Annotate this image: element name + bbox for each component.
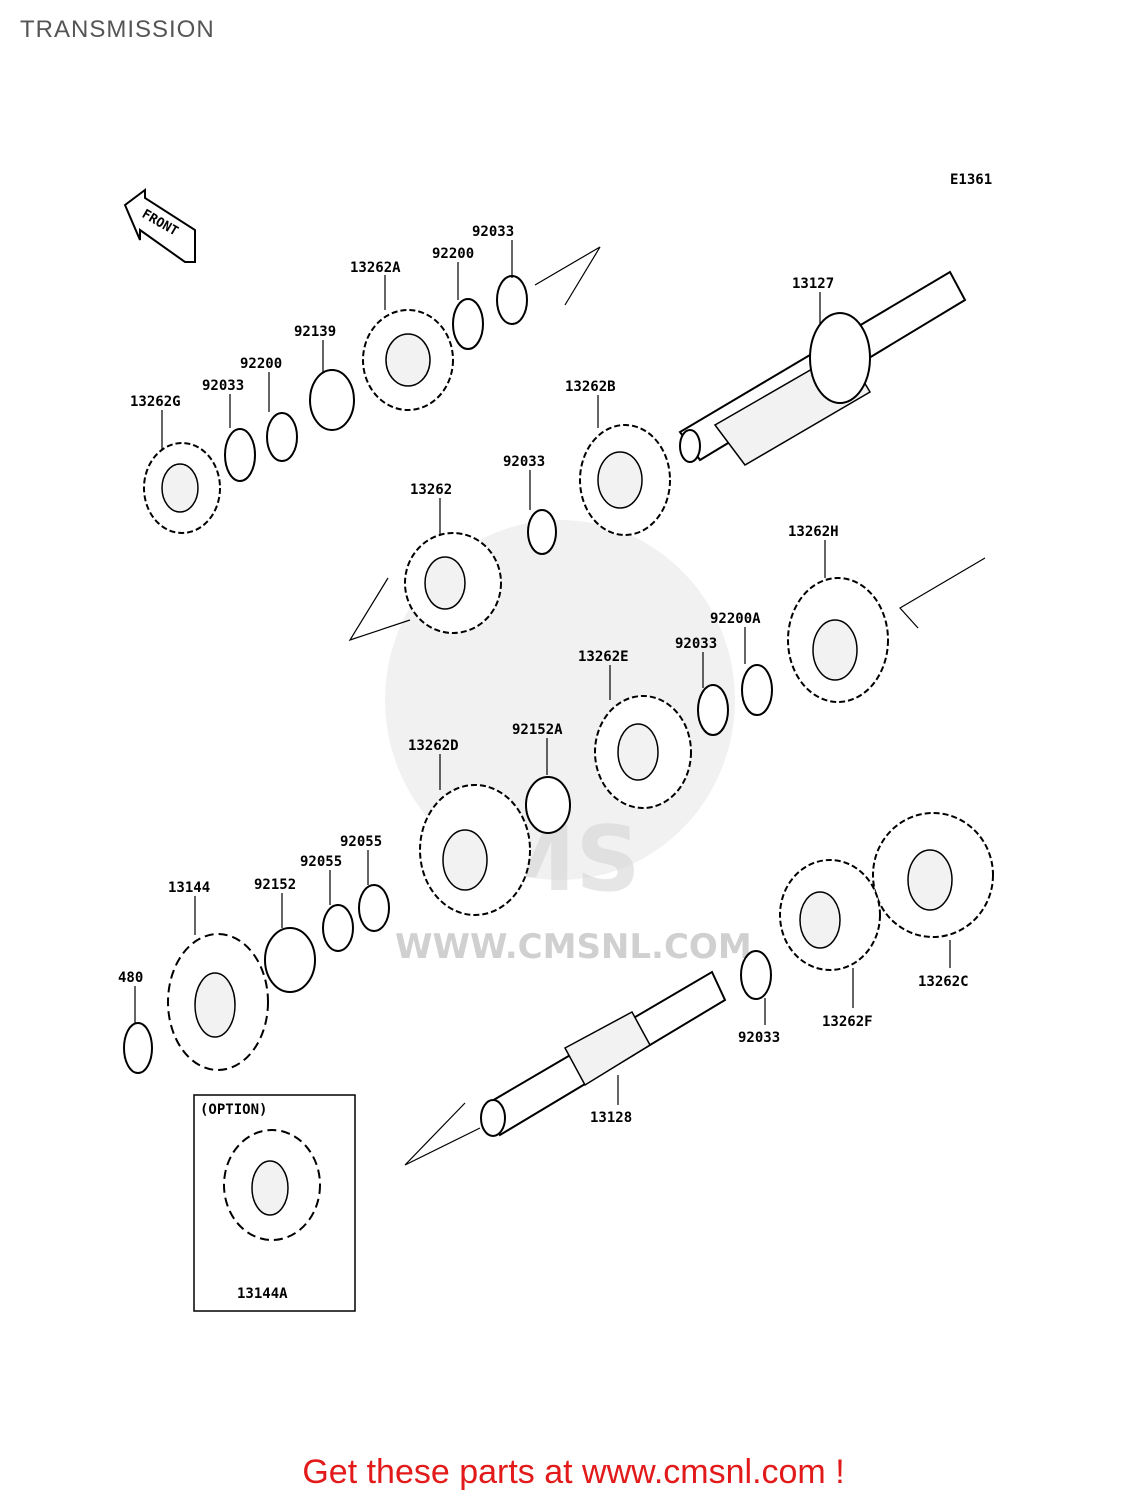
watermark-text: WWW.CMSNL.COM (395, 927, 752, 967)
label-92139: 92139 (294, 324, 336, 340)
label-13144A: 13144A (237, 1286, 288, 1302)
label-480: 480 (118, 970, 143, 986)
label-13262A: 13262A (350, 260, 401, 276)
circlip-92033-top (496, 275, 528, 325)
label-92033-mid: 92033 (503, 454, 545, 470)
collar-92152 (264, 927, 316, 993)
circlip-92033-mid (527, 509, 557, 555)
main-shaft-13127 (678, 270, 967, 466)
circlip-92033-right (697, 684, 729, 736)
option-label: (OPTION) (200, 1102, 267, 1118)
option-box: (OPTION) 13144A (193, 1094, 356, 1312)
gear-13262E (594, 695, 692, 809)
gear-13262A (362, 309, 454, 411)
diagram-code: E1361 (950, 172, 992, 188)
label-13262D: 13262D (408, 738, 459, 754)
circlip-480 (123, 1022, 153, 1074)
sprocket-13144 (167, 933, 269, 1071)
label-92033-top: 92033 (472, 224, 514, 240)
washer-92200-top (452, 298, 484, 350)
oring-92055-b (322, 904, 354, 952)
gear-13262F (779, 859, 881, 971)
transmission-diagram: CMS WWW.CMSNL.COM FRONT E1361 (118, 172, 994, 1312)
oring-92055-a (358, 884, 390, 932)
gear-13262C (872, 812, 994, 938)
label-92152: 92152 (254, 877, 296, 893)
label-13262H: 13262H (788, 524, 839, 540)
label-13262F: 13262F (822, 1014, 873, 1030)
circlip-92033-left (224, 428, 256, 482)
washer-92200A (741, 664, 773, 716)
label-92200-top: 92200 (432, 246, 474, 262)
label-92033-left: 92033 (202, 378, 244, 394)
gear-13262G (143, 442, 221, 534)
bushing-92152A (525, 776, 571, 834)
label-92200-left: 92200 (240, 356, 282, 372)
label-92152A: 92152A (512, 722, 563, 738)
front-arrow-icon: FRONT (123, 188, 196, 263)
gear-13262B (579, 424, 671, 536)
gear-13262H (787, 577, 889, 703)
washer-92200-left (266, 412, 298, 462)
bearing-92139 (309, 369, 355, 431)
sprocket-13144A (223, 1129, 321, 1241)
label-13262G: 13262G (130, 394, 181, 410)
label-13262C: 13262C (918, 974, 969, 990)
label-13262E: 13262E (578, 649, 629, 665)
label-13127: 13127 (792, 276, 834, 292)
label-92055-b: 92055 (340, 834, 382, 850)
label-92033-lower: 92033 (738, 1030, 780, 1046)
label-92200A: 92200A (710, 611, 761, 627)
circlip-92033-lower (740, 950, 772, 1000)
gear-13262D (419, 784, 531, 916)
label-92033-right: 92033 (675, 636, 717, 652)
page-title: TRANSMISSION (20, 16, 215, 43)
label-13262B: 13262B (565, 379, 616, 395)
label-13262: 13262 (410, 482, 452, 498)
gear-13262 (404, 532, 502, 634)
label-13128: 13128 (590, 1110, 632, 1126)
drive-shaft-13128 (480, 970, 727, 1137)
label-92055-a: 92055 (300, 854, 342, 870)
footer-link[interactable]: Get these parts at www.cmsnl.com ! (302, 1453, 845, 1491)
label-13144: 13144 (168, 880, 210, 896)
